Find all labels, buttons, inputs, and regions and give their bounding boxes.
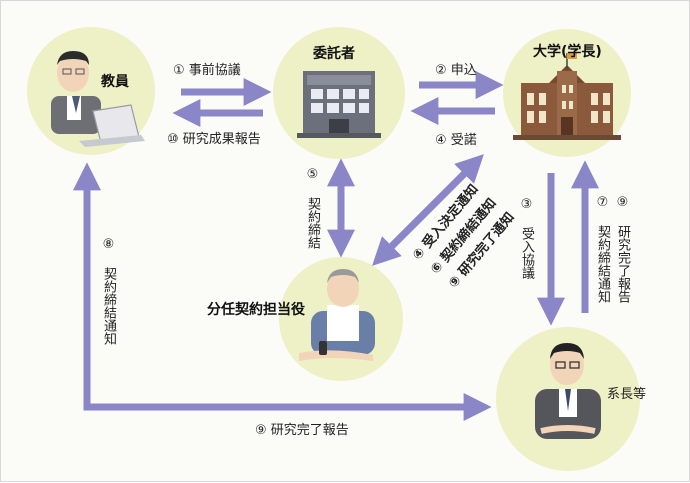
step-10-label: ⑩ 研究成果報告 — [167, 132, 261, 147]
step-9-bottom-label: ⑨ 研究完了報告 — [255, 423, 349, 438]
university-building-icon — [513, 53, 621, 140]
step-9-right-label: ⑨ 研究完了報告 — [615, 195, 630, 303]
laptop-icon — [79, 104, 145, 147]
arrow-8-9-teacher-chief-loop — [83, 173, 479, 411]
step-1-label: ① 事前協議 — [173, 63, 241, 78]
chief-label: 系長等 — [607, 387, 647, 402]
teacher-label: 教員 — [101, 74, 129, 90]
commissioner-label: 委託者 — [313, 46, 355, 62]
teacher-person-icon — [51, 51, 101, 134]
step-5-label: ⑤ 契約締結 — [305, 167, 320, 249]
step-3-label: ③ 受入協議 — [519, 197, 534, 279]
contract-officer-label: 分任契約担当役 — [207, 302, 305, 318]
university-label: 大学(学長) — [533, 44, 602, 60]
office-building-icon — [297, 71, 381, 138]
step-4-label: ④ 受諾 — [435, 133, 477, 148]
chief-person-icon — [535, 343, 601, 439]
step-8-label: ⑧ 契約締結通知 — [101, 237, 116, 345]
contract-officer-person-icon — [299, 269, 375, 361]
step-7-label: ⑦ 契約締結通知 — [595, 195, 610, 303]
step-2-label: ② 申込 — [435, 63, 477, 78]
arrow-diag-officer-to-university — [378, 154, 484, 260]
